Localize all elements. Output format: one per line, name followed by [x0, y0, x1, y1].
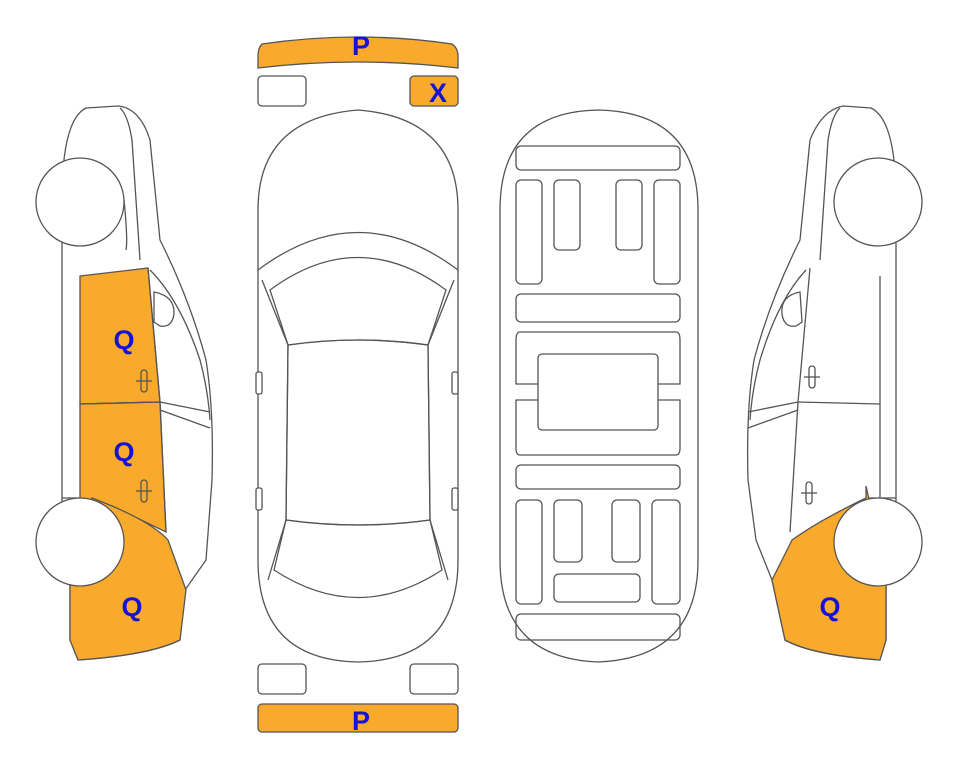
- left-taillight: [257, 663, 307, 695]
- underbody-center-panel: [537, 353, 659, 431]
- right-rear-door-handle: [801, 481, 817, 505]
- right-window-frame: [749, 269, 807, 421]
- front-bumper-label: P: [352, 31, 370, 61]
- left-window-trim: [159, 401, 211, 429]
- right-rear-wheel: [833, 497, 923, 587]
- right-window-trim: [747, 401, 799, 429]
- underbody-view: [499, 109, 699, 663]
- underbody-front-right-rail: [653, 179, 681, 285]
- right-headlight-damage: [409, 75, 459, 107]
- underbody-rear-right-rail: [651, 499, 681, 605]
- top-view: [255, 36, 459, 733]
- underbody-mid-crossmember: [515, 293, 681, 323]
- underbody-front-left-inner: [553, 179, 581, 251]
- top-body-outline: [257, 109, 459, 663]
- hood-windshield-line: [257, 231, 459, 271]
- front-bumper-damage: [257, 36, 459, 69]
- right-taillight: [409, 663, 459, 695]
- left-rear-wheel: [35, 497, 125, 587]
- underbody-front-right-inner: [615, 179, 643, 251]
- left-mirror: [153, 291, 175, 327]
- right-front-door-handle: [804, 365, 820, 389]
- underbody-exhaust-box: [553, 573, 641, 603]
- left-window-frame: [149, 269, 211, 421]
- left-door-split-line: [79, 401, 161, 405]
- right-rear-quarter-label: Q: [819, 592, 840, 622]
- left-front-door-handle: [136, 369, 152, 393]
- left-rear-door-handle: [136, 479, 152, 503]
- underbody-rear-crossmember: [515, 464, 681, 490]
- left-roof-line: [119, 107, 141, 261]
- right-mirror: [781, 291, 803, 327]
- left-rear-mirror-top: [255, 487, 263, 511]
- rear-window: [273, 519, 443, 599]
- underbody-rear-left-inner: [553, 499, 583, 563]
- left-a-pillar-line: [261, 279, 289, 581]
- left-front-arch: [123, 199, 128, 251]
- right-headlight-label: X: [429, 78, 447, 108]
- right-front-wheel: [833, 157, 923, 247]
- damage-labels: P X P Q Q Q Q: [113, 31, 840, 736]
- left-rear-door-label: Q: [113, 437, 134, 467]
- right-door-split-line: [797, 401, 881, 405]
- underbody-front-crossmember: [515, 145, 681, 171]
- left-front-door-label: Q: [113, 325, 134, 355]
- left-side-view: [35, 105, 214, 661]
- right-a-pillar-line: [427, 279, 455, 581]
- right-mirror-top: [451, 371, 459, 395]
- right-side-view: [746, 105, 923, 661]
- underbody-rear-right-inner: [611, 499, 641, 563]
- left-rear-quarter-label: Q: [121, 592, 142, 622]
- rear-bumper-damage: [257, 703, 459, 733]
- left-mirror-top: [255, 371, 263, 395]
- underbody-rear-bar: [515, 613, 681, 641]
- right-roof-line: [819, 107, 841, 261]
- right-rear-mirror-top: [451, 487, 459, 511]
- underbody-center-frame: [515, 331, 681, 456]
- underbody-front-left-rail: [515, 179, 543, 285]
- left-headlight: [257, 75, 307, 107]
- underbody-rear-left-rail: [515, 499, 543, 605]
- rear-bumper-label: P: [352, 706, 370, 736]
- left-front-wheel: [35, 157, 125, 247]
